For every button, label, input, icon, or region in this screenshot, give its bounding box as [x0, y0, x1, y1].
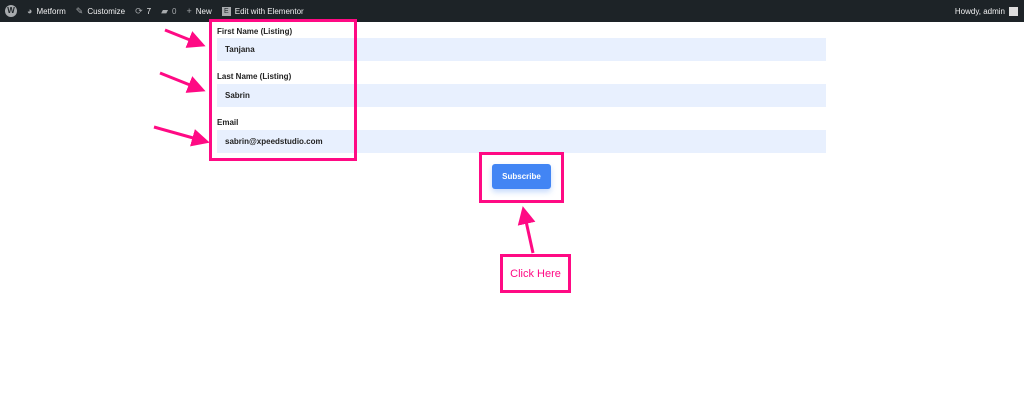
new-content-link[interactable]: +New — [182, 0, 217, 22]
comment-icon: ▰ — [161, 5, 169, 16]
arrow-icon — [153, 125, 210, 147]
plus-icon: + — [186, 6, 192, 16]
click-here-callout: Click Here — [500, 254, 571, 293]
first-name-input[interactable] — [217, 38, 826, 61]
email-label: Email — [217, 118, 239, 127]
updates-count: 7 — [146, 6, 152, 16]
comments-count: 0 — [172, 6, 177, 16]
button-highlight-box — [479, 152, 564, 203]
arrow-icon — [159, 71, 206, 93]
new-label: New — [195, 6, 212, 16]
arrow-icon — [517, 206, 536, 254]
last-name-input[interactable] — [217, 84, 826, 107]
dashboard-icon: ◕ — [27, 6, 33, 16]
elementor-icon: E — [221, 6, 231, 16]
greeting: Howdy, admin — [954, 6, 1005, 16]
last-name-label: Last Name (Listing) — [217, 72, 292, 81]
elementor-label: Edit with Elementor — [234, 6, 304, 16]
site-name: Metform — [36, 6, 66, 16]
subscribe-button[interactable]: Subscribe — [492, 164, 551, 189]
email-input[interactable] — [217, 130, 826, 153]
comments-link[interactable]: ▰0 — [156, 0, 181, 22]
customize-label: Customize — [87, 6, 126, 16]
fields-highlight-box — [209, 19, 357, 161]
arrow-icon — [164, 28, 206, 48]
account-menu[interactable]: Howdy, admin — [955, 0, 1018, 22]
wordpress-menu[interactable]: W — [0, 0, 22, 22]
brush-icon: ✎ — [75, 5, 84, 16]
updates-icon: ⟳ — [135, 5, 143, 16]
updates-link[interactable]: ⟳7 — [130, 0, 156, 22]
callout-text: Click Here — [510, 267, 561, 280]
avatar — [1009, 6, 1018, 16]
first-name-label: First Name (Listing) — [217, 27, 293, 36]
customize-link[interactable]: ✎Customize — [71, 0, 130, 22]
site-name-link[interactable]: ◕Metform — [22, 0, 71, 22]
wordpress-logo-icon: W — [5, 5, 17, 17]
